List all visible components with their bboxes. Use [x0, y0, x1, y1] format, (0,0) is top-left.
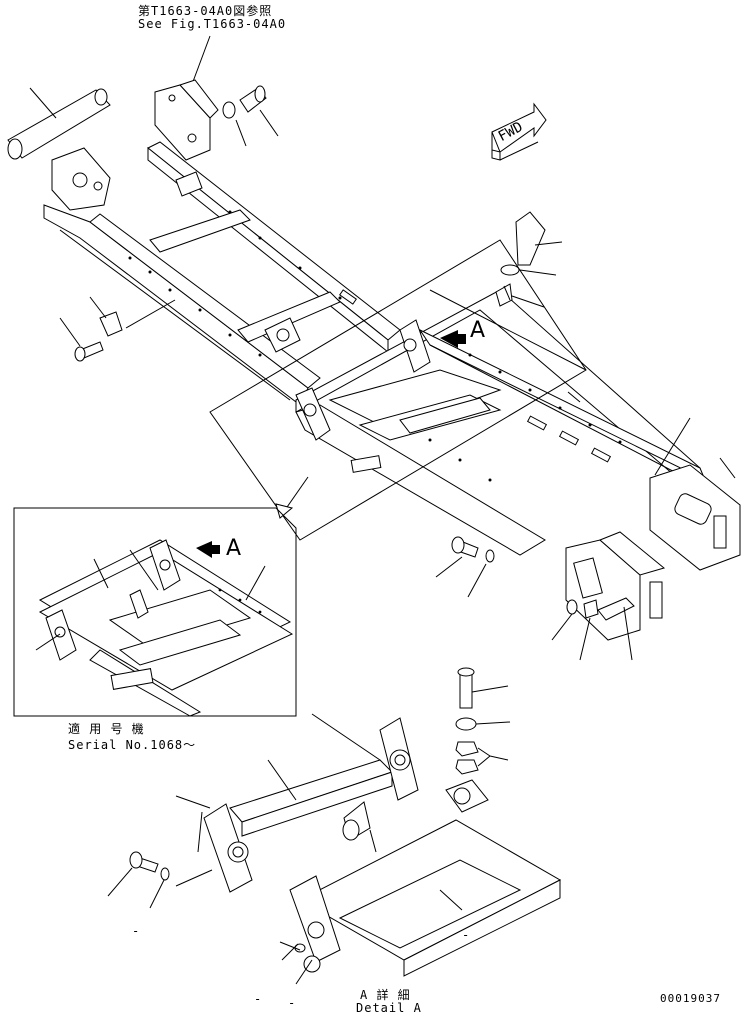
blank-mark-2: -: [462, 928, 471, 942]
blank-mark-1: -: [132, 924, 141, 938]
view-arrow-icon: [440, 330, 466, 348]
serial-note-en: Serial No.1068～: [68, 738, 197, 752]
view-a-label-main: A: [470, 318, 486, 343]
serial-note-jp: 適 用 号 機: [68, 722, 145, 736]
lower-bolt-set: [435, 536, 599, 661]
main-frame-assembly: [7, 35, 741, 661]
inset-detail-box: [13, 507, 297, 717]
reference-note-en: See Fig.T1663-04A0: [138, 17, 287, 31]
fwd-arrow-icon: [491, 102, 547, 161]
tube-part: [7, 87, 111, 160]
left-side-rail: [43, 147, 321, 406]
main-long-frame: [295, 289, 741, 571]
pivot-brackets: [295, 319, 431, 441]
blank-mark-4: -: [288, 996, 297, 1010]
blank-mark-3: -: [254, 992, 263, 1006]
detail-a-assembly: [107, 667, 562, 985]
right-bracket-set: [495, 211, 563, 308]
upper-bracket-part: [154, 79, 219, 161]
view-a-label-inset: A: [226, 536, 242, 561]
cross-members: [149, 209, 341, 353]
detail-caption-jp: A 詳 細: [360, 988, 411, 1002]
top-bolt-part: [222, 85, 279, 147]
detail-caption-en: Detail A: [356, 1001, 422, 1015]
reference-note-jp: 第T1663-04A0図参照: [138, 4, 273, 18]
left-small-parts: [59, 296, 176, 362]
drawing-number: 00019037: [660, 992, 721, 1005]
leader-arrow-icon: [275, 476, 309, 519]
lower-end-bracket: [565, 531, 666, 661]
floor-panel-area: [209, 239, 587, 541]
